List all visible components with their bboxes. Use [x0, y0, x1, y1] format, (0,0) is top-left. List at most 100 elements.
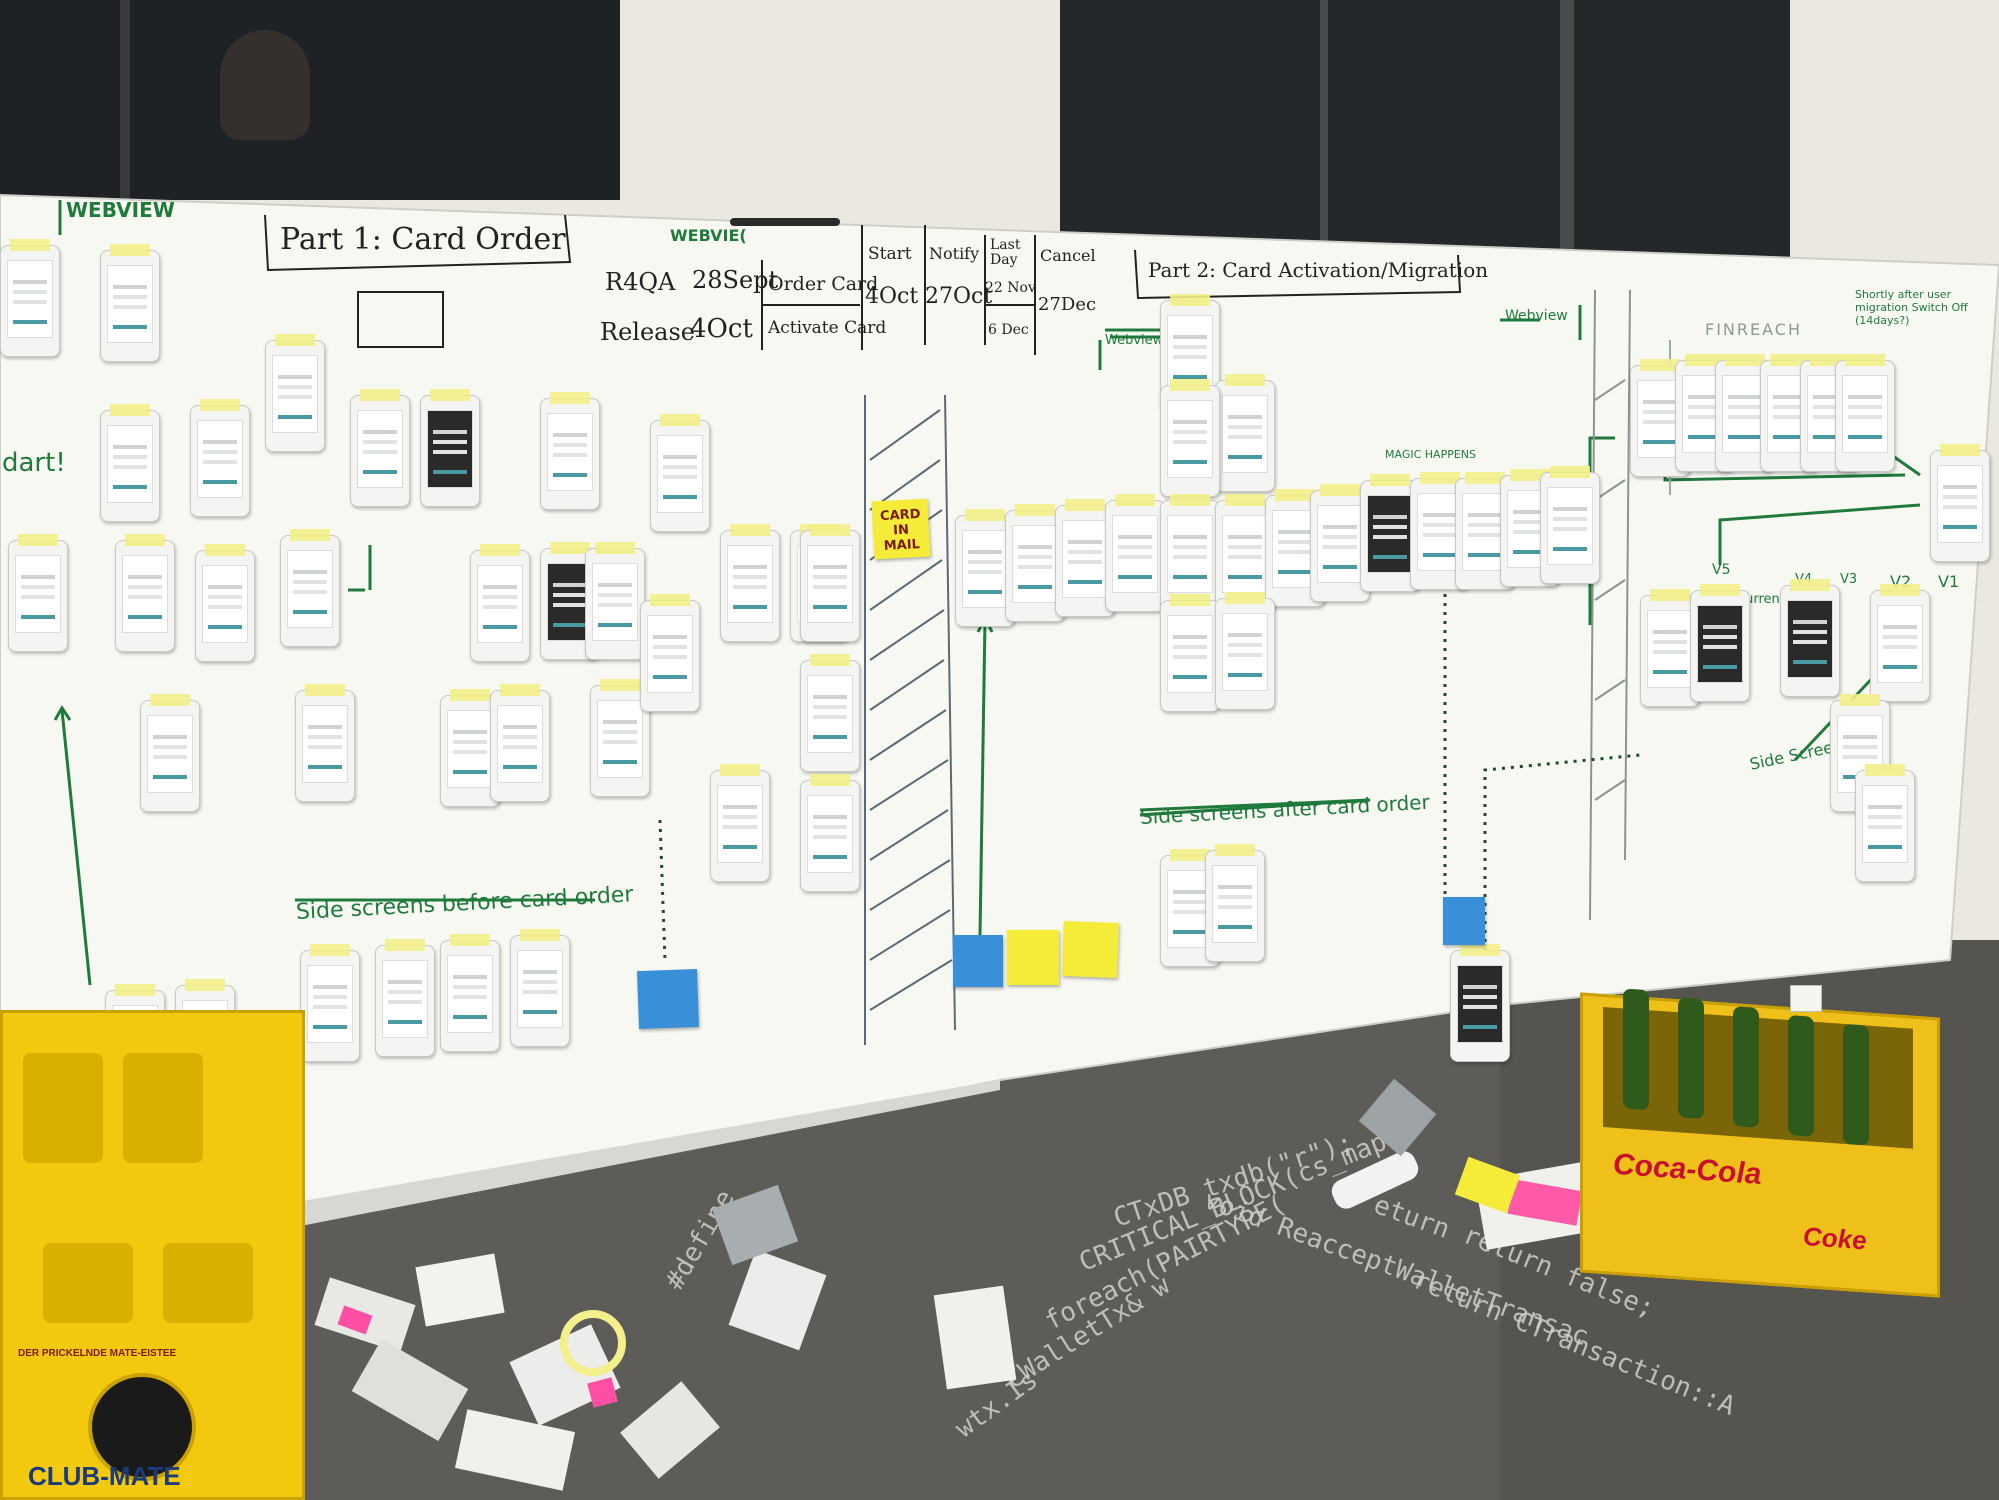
sticky-blue-2 [953, 935, 1003, 987]
phone-screen-printout [1540, 472, 1600, 584]
label-release: Release [600, 318, 695, 346]
masking-tape [1460, 944, 1500, 956]
masking-tape [110, 244, 150, 256]
masking-tape [450, 689, 490, 701]
masking-tape [1320, 484, 1360, 496]
masking-tape [730, 524, 770, 536]
label-r4qa-date: 28Sept [692, 266, 779, 294]
phone-screen-printout [195, 550, 255, 662]
masking-tape [1015, 504, 1055, 516]
phone-screen-printout [470, 550, 530, 662]
masking-tape [480, 544, 520, 556]
masking-tape [1640, 359, 1680, 371]
crate-slot-3 [43, 1243, 133, 1323]
phone-screen-printout [100, 250, 160, 362]
phone-screen-printout [720, 530, 780, 642]
label-start-val: 4Oct [865, 284, 919, 309]
window-right [1060, 0, 1790, 260]
masking-tape [520, 929, 560, 941]
bottle-3 [1733, 1006, 1759, 1128]
phone-screen-printout [300, 950, 360, 1062]
masking-tape [595, 542, 635, 554]
masking-tape [1370, 474, 1410, 486]
phone-screen-printout [1450, 950, 1510, 1062]
phone-screen-printout [375, 945, 435, 1057]
masking-tape [1770, 354, 1810, 366]
phone-screen-printout [115, 540, 175, 652]
phone-screen-printout [265, 340, 325, 452]
window-right-frame-2 [1320, 0, 1328, 260]
masking-tape [125, 534, 165, 546]
phone-screen-printout [140, 700, 200, 812]
phone-screen-printout [1855, 770, 1915, 882]
phone-screen-printout [100, 410, 160, 522]
masking-tape [1275, 489, 1315, 501]
phone-screen-printout [585, 548, 645, 660]
masking-tape [150, 694, 190, 706]
label-magic-happens: MAGIC HAPPENS [1385, 448, 1476, 461]
masking-tape [1865, 764, 1905, 776]
masking-tape [360, 389, 400, 401]
reflection-person [220, 30, 310, 140]
masking-tape [205, 544, 245, 556]
label-col-notify: Notify [929, 244, 980, 263]
label-col-cancel: Cancel [1040, 246, 1096, 265]
masking-tape [1170, 379, 1210, 391]
crate-slot-4 [163, 1243, 253, 1323]
label-r4qa: R4QA [605, 268, 676, 296]
phone-screen-printout [190, 405, 250, 517]
masking-tape [1170, 494, 1210, 506]
masking-tape [10, 239, 50, 251]
coke-label: Coke [1803, 1221, 1867, 1256]
bottle-2 [1678, 997, 1704, 1120]
phone-screen-printout [350, 395, 410, 507]
masking-tape [1880, 584, 1920, 596]
masking-tape [275, 334, 315, 346]
label-start-left: dart! [2, 448, 66, 478]
phone-screen-printout [1215, 598, 1275, 710]
coke-crate: Coca-Cola Coke [1580, 988, 1940, 1298]
club-mate-slogan: DER PRICKELNDE MATE-EISTEE [18, 1348, 177, 1359]
floor-paper-pile [300, 1250, 780, 1500]
phone-screen-printout [800, 530, 860, 642]
window-left [0, 0, 620, 200]
sticky-yellow-1 [1007, 930, 1059, 985]
masking-tape [660, 414, 700, 426]
masking-tape [550, 392, 590, 404]
sticky-card-in-mail: CARD IN MAIL [871, 498, 931, 560]
label-webview-mid: Webview [1105, 333, 1164, 348]
masking-tape [1170, 849, 1210, 861]
masking-tape [1725, 354, 1765, 366]
window-right-frame [1560, 0, 1574, 260]
masking-tape [720, 764, 760, 776]
masking-tape [1115, 494, 1155, 506]
sticky-yellow-2 [1062, 921, 1119, 978]
phone-screen-printout [1160, 385, 1220, 497]
masking-tape [1845, 354, 1885, 366]
window-left-frame [120, 0, 130, 200]
label-version-v5: V5 [1712, 562, 1731, 578]
coke-brand: Coca-Cola [1613, 1147, 1762, 1192]
label-version-v3: V3 [1840, 572, 1858, 587]
phone-screen-printout [295, 690, 355, 802]
masking-tape [1840, 694, 1880, 706]
bottle-4 [1788, 1014, 1814, 1137]
masking-tape [1550, 466, 1590, 478]
crate-slot-2 [123, 1053, 203, 1163]
masking-tape [1650, 589, 1690, 601]
bottle-1 [1623, 988, 1649, 1111]
masking-tape [1225, 592, 1265, 604]
phone-screen-printout [420, 395, 480, 507]
phone-screen-printout [8, 540, 68, 652]
masking-tape [115, 984, 155, 996]
phone-screen-printout [800, 660, 860, 772]
label-part1-title: Part 1: Card Order [280, 222, 566, 257]
phone-screen-printout [510, 935, 570, 1047]
masking-tape [550, 542, 590, 554]
masking-tape [430, 389, 470, 401]
masking-tape [310, 944, 350, 956]
label-col-start: Start [868, 244, 912, 264]
crate-slot-1 [23, 1053, 103, 1163]
